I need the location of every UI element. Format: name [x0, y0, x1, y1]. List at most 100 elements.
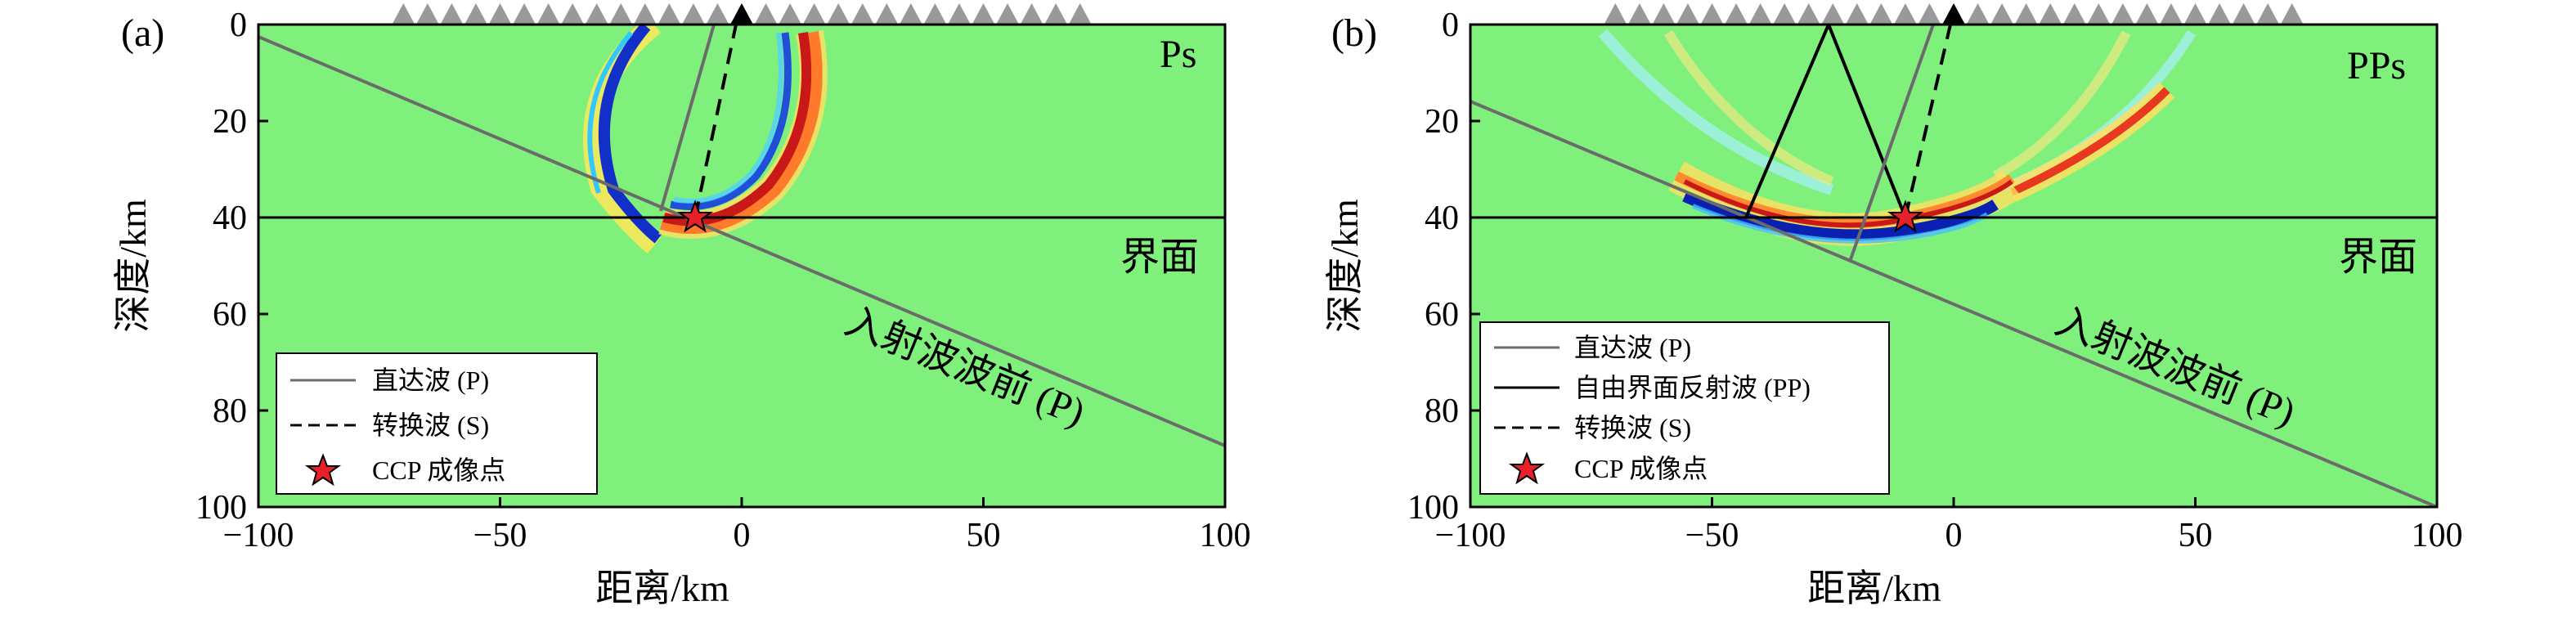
- panel-b-station: [1821, 3, 1845, 25]
- panel-a-y-tick-label: 40: [213, 200, 247, 237]
- panel-a-y-tick-label: 100: [195, 489, 247, 527]
- panel-a-station: [536, 3, 560, 25]
- panel-b-y-tick-label: 40: [1425, 200, 1459, 237]
- panel-b-station: [2014, 3, 2038, 25]
- panel-a-station: [754, 3, 778, 25]
- panel-b-x-ticks: −100 −50 0 50 100: [1435, 497, 2463, 554]
- panel-a-station: [827, 3, 850, 25]
- panel-a-station: [488, 3, 512, 25]
- panel-a-station: [899, 3, 922, 25]
- panel-a-legend-direct: 直达波 (P): [372, 366, 489, 395]
- panel-a-station: [633, 3, 657, 25]
- panel-b-x-tick-label: 50: [2179, 517, 2213, 554]
- panel-b-stations: [1604, 3, 2304, 25]
- panel-b-station: [2183, 3, 2207, 25]
- panel-a-station: [585, 3, 608, 25]
- panel-a-station: [513, 3, 536, 25]
- panel-a-stations: [392, 3, 1092, 25]
- panel-b-station: [1725, 3, 1748, 25]
- panel-a-x-tick-label: 50: [967, 517, 1001, 554]
- panel-b-legend-converted: 转换波 (S): [1574, 413, 1691, 442]
- panel-a-station: [1044, 3, 1068, 25]
- panel-a-station: [561, 3, 585, 25]
- panel-a-y-tick-label: 0: [230, 7, 247, 44]
- panel-a-station: [996, 3, 1020, 25]
- panel-a-station: [657, 3, 681, 25]
- panel-b-station: [2232, 3, 2255, 25]
- panel-b-station: [1676, 3, 1699, 25]
- panel-b-station: [2111, 3, 2134, 25]
- panel-a-direct-ray: [659, 24, 716, 212]
- panel-a-legend: 直达波 (P) 转换波 (S) CCP 成像点: [276, 352, 598, 495]
- panel-b-x-tick-label: −50: [1685, 517, 1739, 554]
- panel-a-ylabel: 深度/km: [112, 199, 154, 333]
- panel-b-station: [1604, 3, 1627, 25]
- panel-a-wavefront-line: [258, 35, 1225, 447]
- panel-b-wavefield: [1598, 29, 2197, 246]
- panel-b-station: [2256, 3, 2280, 25]
- panel-b-station: [2159, 3, 2183, 25]
- panel-b-label: (b): [1331, 11, 1377, 55]
- panel-a-station: [850, 3, 874, 25]
- panel-b-x-tick-label: 0: [1945, 517, 1963, 554]
- panel-a-station: [1068, 3, 1092, 25]
- panel-b-station: [2039, 3, 2062, 25]
- panel-a-station: [1020, 3, 1043, 25]
- panel-b-legend-direct: 直达波 (P): [1574, 333, 1691, 362]
- panel-a-station: [802, 3, 826, 25]
- panel-a-station: [875, 3, 899, 25]
- panel-a-y-tick-label: 80: [213, 392, 247, 430]
- panel-b-station: [1918, 3, 1941, 25]
- panel-b-ccp-star: [1887, 200, 1924, 233]
- panel-b-phase-label: PPs: [2347, 44, 2406, 87]
- panel-b-station: [1700, 3, 1724, 25]
- panel-b-y-tick-label: 60: [1425, 296, 1459, 334]
- panel-a-y-tick-label: 20: [213, 103, 247, 141]
- panel-b-ylabel: 深度/km: [1324, 199, 1366, 333]
- panel-a-phase-label: Ps: [1160, 33, 1196, 76]
- panel-a-legend-converted: 转换波 (S): [372, 410, 489, 440]
- panel-a-x-tick-label: 100: [1200, 517, 1251, 554]
- panel-a-station: [392, 3, 415, 25]
- panel-b-y-tick-label: 100: [1407, 489, 1459, 527]
- panel-b-station: [2087, 3, 2111, 25]
- panel-b-y-ticks: 0 20 40 60 80 100: [1407, 7, 1480, 527]
- panel-b-converted-ray: [1904, 24, 1952, 218]
- panel-b-legend: 直达波 (P) 自由界面反射波 (PP) 转换波 (S) CCP 成像点: [1479, 321, 1890, 495]
- panel-b-legend-pp: 自由界面反射波 (PP): [1574, 373, 1811, 402]
- panel-b-station: [2280, 3, 2304, 25]
- panel-a-station-active: [730, 3, 753, 25]
- panel-b-y-tick-label: 0: [1442, 7, 1459, 44]
- panel-b-xlabel: 距离/km: [1807, 567, 1941, 609]
- panel-a-station: [972, 3, 995, 25]
- panel-b-station: [2062, 3, 2086, 25]
- panel-a-station: [440, 3, 464, 25]
- panel-b-station: [2135, 3, 2159, 25]
- panel-b-station: [1773, 3, 1797, 25]
- panel-b-station: [1869, 3, 1893, 25]
- panel-a-station: [415, 3, 439, 25]
- panel-b-station: [1652, 3, 1676, 25]
- panel-b-station: [1893, 3, 1917, 25]
- panel-a-x-tick-label: −50: [473, 517, 527, 554]
- panel-b-station: [1845, 3, 1869, 25]
- panel-b-station: [2208, 3, 2232, 25]
- panel-a-station: [609, 3, 633, 25]
- panel-b-interface-label: 界面: [2339, 235, 2417, 279]
- panel-a-x-tick-label: 0: [734, 517, 751, 554]
- panel-b-y-tick-label: 20: [1425, 103, 1459, 141]
- panel-b-x-tick-label: −100: [1435, 517, 1506, 554]
- panel-b: (b) PPs: [1324, 3, 2463, 609]
- panel-b-wavefront-line: [1470, 100, 2437, 507]
- panel-b-legend-ccp: CCP 成像点: [1574, 454, 1708, 483]
- panel-b-station: [1748, 3, 1772, 25]
- panel-a-station: [947, 3, 971, 25]
- panel-b-x-tick-label: 100: [2412, 517, 2463, 554]
- panel-a-label: (a): [121, 11, 164, 55]
- panel-b-station: [1966, 3, 1990, 25]
- panel-b-y-tick-label: 80: [1425, 392, 1459, 430]
- panel-b-station: [1797, 3, 1820, 25]
